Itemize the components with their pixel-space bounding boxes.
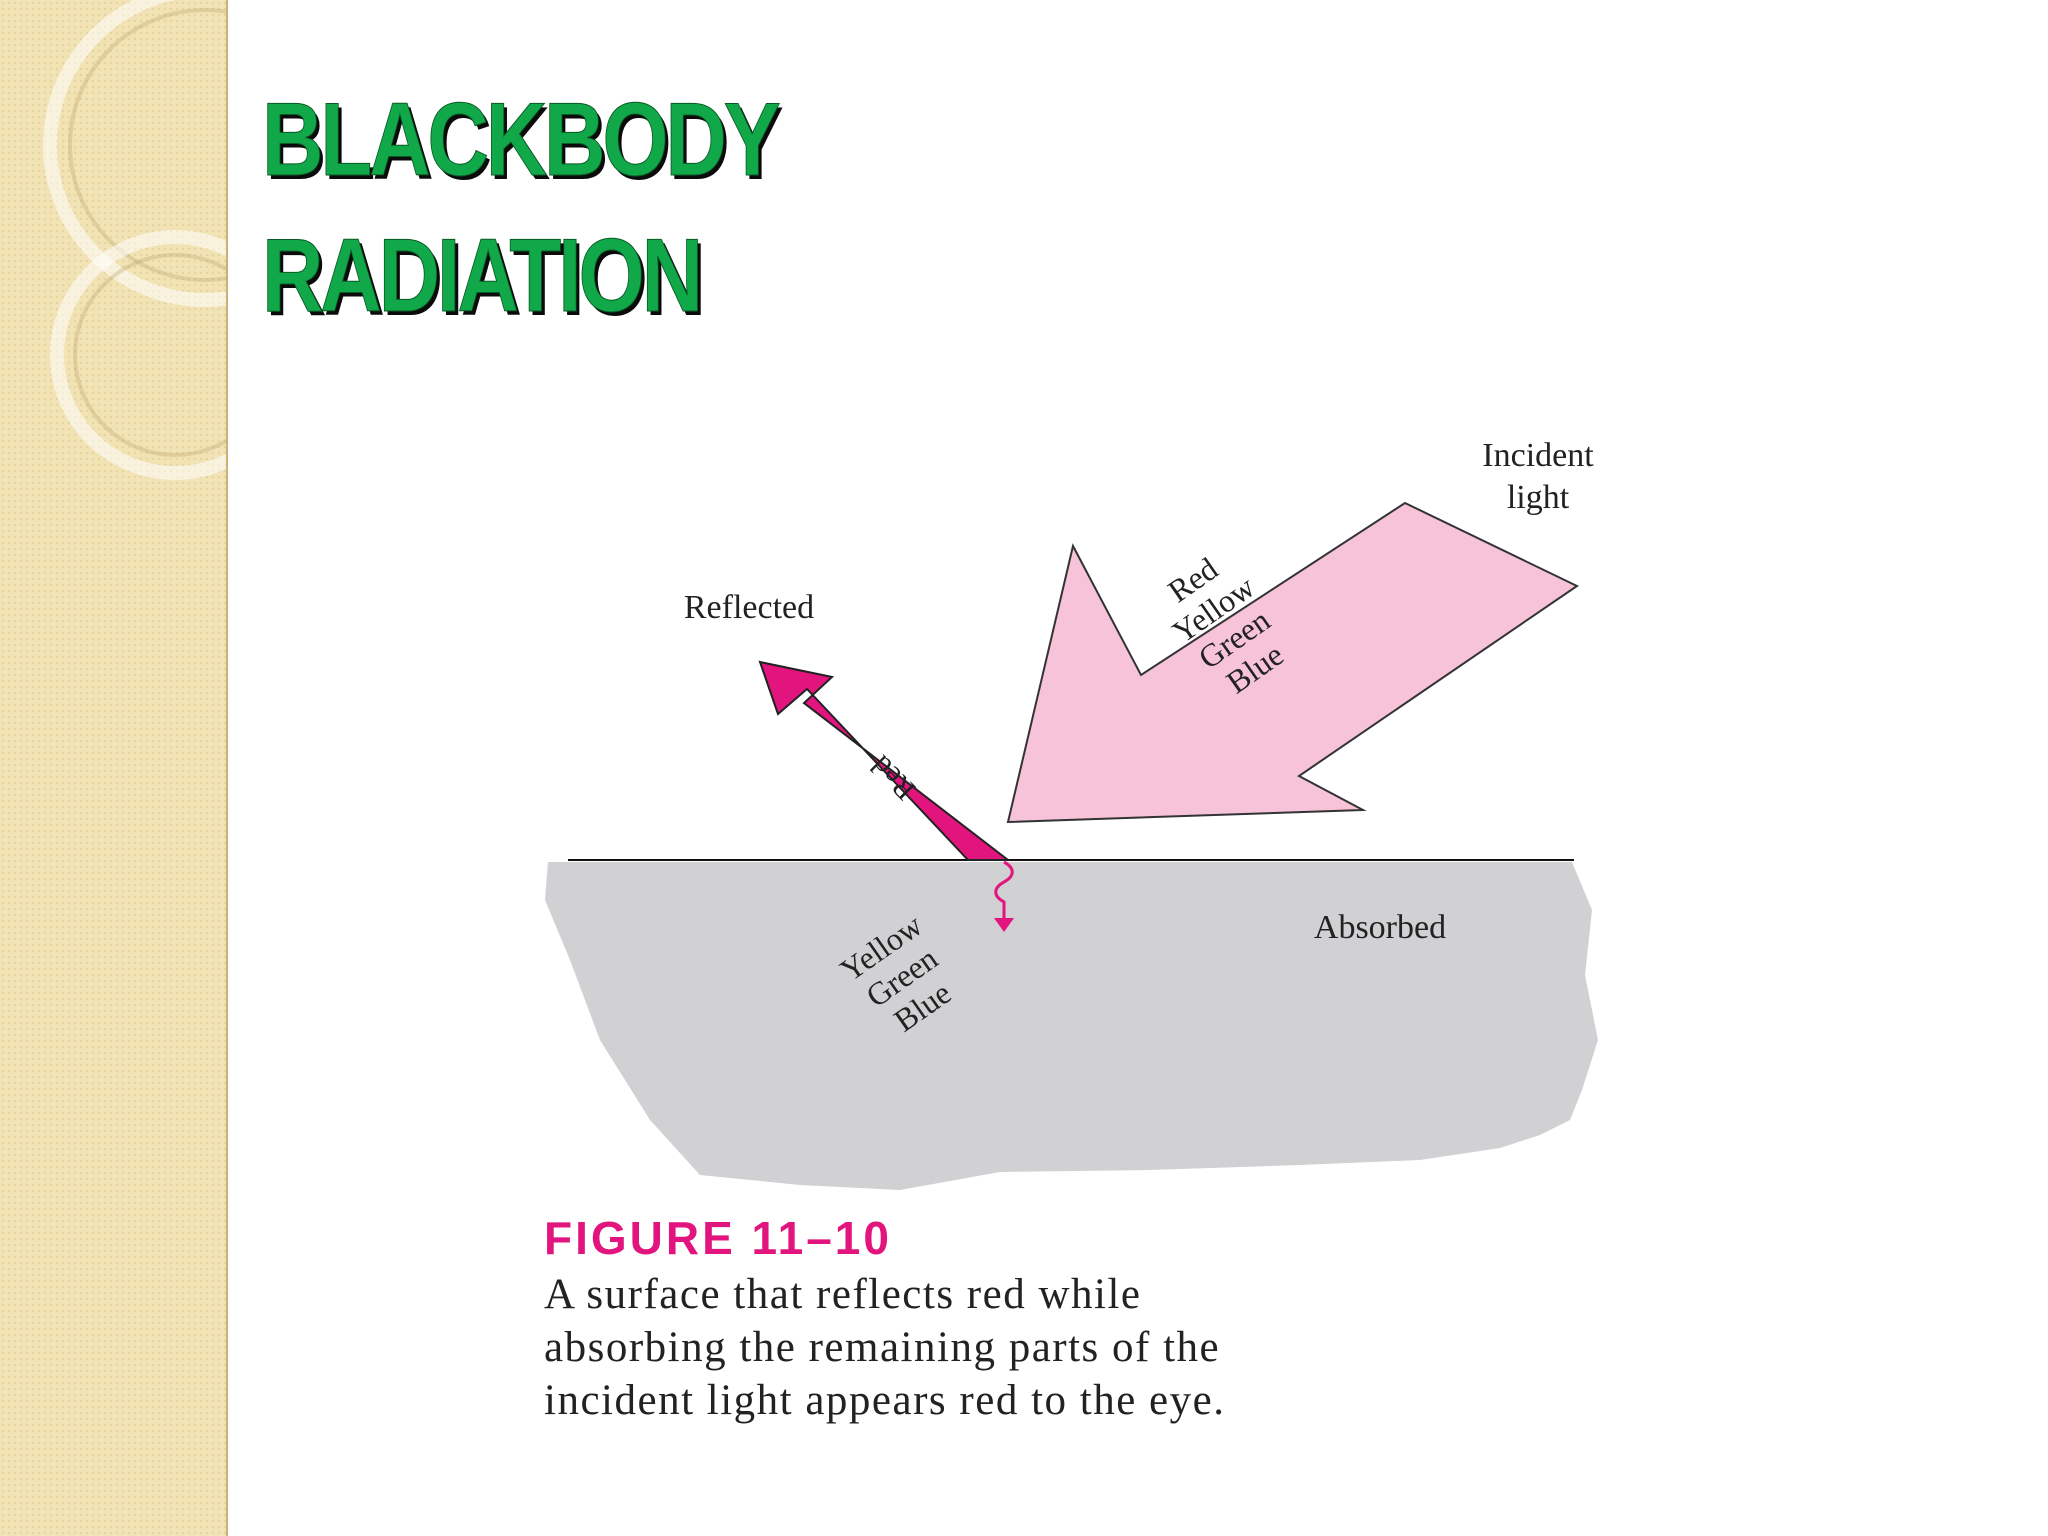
figure-number: FIGURE 11–10 bbox=[544, 1212, 892, 1264]
reflected-light-arrow bbox=[758, 660, 1011, 861]
absorbed-arrowhead bbox=[994, 918, 1014, 932]
caption-line-2: absorbing the remaining parts of the bbox=[544, 1324, 1221, 1371]
incident-label-line-2: light bbox=[1507, 479, 1570, 516]
sidebar-rings-ornament bbox=[43, 0, 226, 480]
caption-line-1: A surface that reflects red while bbox=[544, 1271, 1142, 1318]
title-line-1: BLACKBODY bbox=[262, 82, 781, 199]
caption-line-3: incident light appears red to the eye. bbox=[544, 1377, 1226, 1424]
reflected-label: Reflected bbox=[684, 589, 814, 626]
slide-title: BLACKBODY RADIATION bbox=[262, 72, 781, 344]
reflection-figure: Incident light Reflected Absorbed Red Ye… bbox=[545, 437, 1598, 1190]
decorative-sidebar bbox=[0, 0, 228, 1536]
absorbing-surface bbox=[545, 862, 1598, 1190]
caption-text: A surface that reflects red while absorb… bbox=[544, 1268, 1684, 1427]
title-line-2: RADIATION bbox=[262, 218, 704, 335]
figure-caption: FIGURE 11–10 A surface that reflects red… bbox=[544, 1210, 1684, 1427]
incident-label-line-1: Incident bbox=[1482, 437, 1594, 474]
incident-light-arrow bbox=[1006, 501, 1579, 824]
absorbed-squiggle-arrow bbox=[994, 860, 1014, 920]
absorbed-label: Absorbed bbox=[1314, 909, 1446, 946]
